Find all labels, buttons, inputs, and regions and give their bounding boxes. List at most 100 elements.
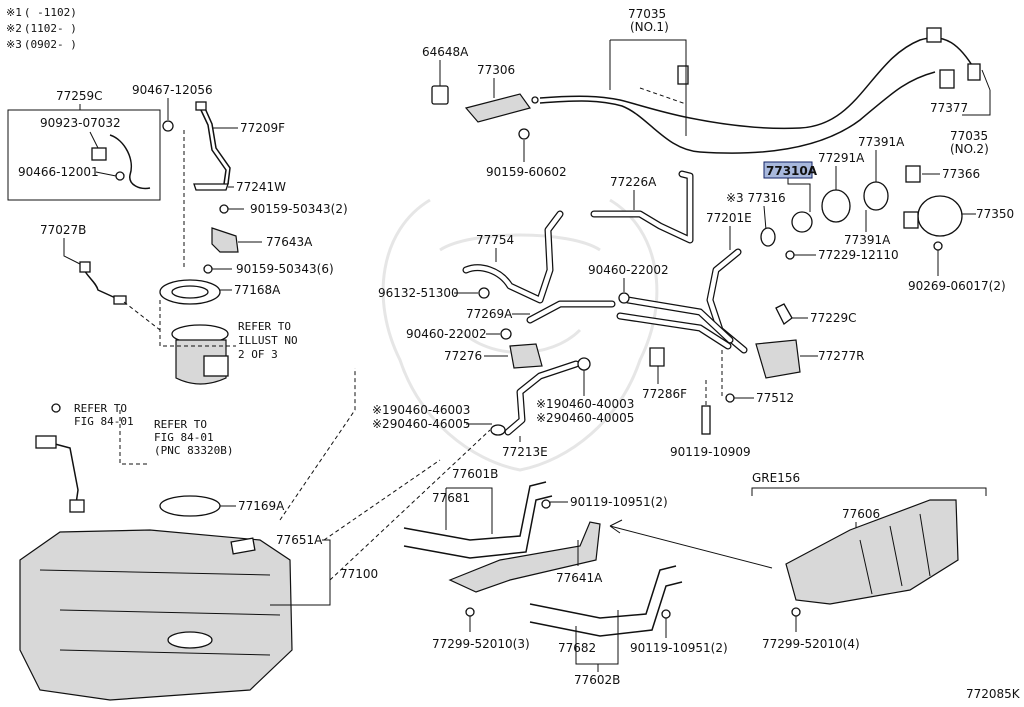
callout-77606: 77606 bbox=[842, 507, 880, 521]
callout-77269A: 77269A bbox=[466, 307, 513, 321]
legend-line-3: ※3(0902- ) bbox=[6, 38, 77, 51]
connector-90923 bbox=[91, 147, 107, 161]
refer-fig1-line-2: FIG 84-01 bbox=[74, 415, 134, 428]
callout-96132-51300: 96132-51300 bbox=[378, 286, 459, 300]
callout-90466-12001-text: 90466-12001 bbox=[18, 165, 99, 179]
sender-connector bbox=[79, 261, 91, 273]
callout-90119-10951-a: 90119-10951(2) bbox=[570, 495, 668, 509]
gasket-77169A-group: 77169A bbox=[159, 495, 285, 517]
gre156-protector-group: GRE156 77606 77299-52010(4) bbox=[609, 471, 987, 651]
screw-90269 bbox=[933, 241, 943, 251]
callout-90460-22002-2: 90460-22002 bbox=[406, 327, 487, 341]
callout-90119-10909: 90119-10909 bbox=[670, 445, 751, 459]
clamp-90460-22002-a bbox=[618, 292, 630, 304]
tank-pad bbox=[230, 537, 256, 555]
callout-77277R: 77277R bbox=[818, 349, 865, 363]
ring-77291A bbox=[821, 189, 851, 223]
cable-end-right bbox=[967, 63, 981, 81]
callout-290460-40005: ※290460-40005 bbox=[536, 411, 634, 425]
fuel-pump-assembly-group: 90159-50343(2) 77643A 90159-50343(6) 771… bbox=[159, 202, 348, 385]
callout-90159-60602: 90159-60602 bbox=[486, 165, 567, 179]
callout-77229-12110: 77229-12110 bbox=[818, 248, 899, 262]
sender-gauge-77027B-group: 77027B bbox=[40, 223, 161, 331]
legend-line-1: ※1( -1102) bbox=[6, 6, 77, 19]
grommet-77512 bbox=[725, 393, 735, 403]
protector-77606 bbox=[785, 499, 959, 605]
callout-77035-no1-sub: (NO.1) bbox=[630, 20, 669, 34]
figure-id: 772085K bbox=[966, 687, 1021, 701]
callout-77259C: 77259C bbox=[56, 89, 103, 103]
cable-end-upper bbox=[926, 27, 942, 43]
lever-housing-77306 bbox=[464, 93, 531, 123]
tube-assembly-77259C-group: 77259C 90923-07032 90466-12001 bbox=[7, 89, 161, 201]
callout-77229C: 77229C bbox=[810, 311, 857, 325]
pump-filter bbox=[203, 355, 229, 377]
callout-77168A: 77168A bbox=[234, 283, 281, 297]
callout-77377: 77377 bbox=[930, 101, 968, 115]
protector-77641A bbox=[448, 521, 601, 593]
callout-190460-46003: ※190460-46003 bbox=[372, 403, 470, 417]
clamp-77241W bbox=[193, 183, 229, 191]
callout-77350: 77350 bbox=[976, 207, 1014, 221]
callout-77316: ※3 77316 bbox=[726, 191, 786, 205]
callout-77169A: 77169A bbox=[238, 499, 285, 513]
refer-fig2-line-3: (PNC 83320B) bbox=[154, 444, 233, 457]
clip-90467 bbox=[162, 120, 174, 132]
callout-90159-50343-6: 90159-50343(6) bbox=[236, 262, 334, 276]
legend: ※1( -1102) ※2(1102- ) ※3(0902- ) bbox=[6, 6, 77, 51]
callout-90460-22002-1: 90460-22002 bbox=[588, 263, 669, 277]
fuel-filler-neck-group: 77310A ※3 77316 77291A 77391A 77391A 773… bbox=[616, 135, 1014, 459]
clamp-90460-46003 bbox=[490, 424, 506, 436]
callout-77299-52010-4: 77299-52010(4) bbox=[762, 637, 860, 651]
callout-77643A: 77643A bbox=[266, 235, 313, 249]
fuel-lid-77350 bbox=[917, 195, 963, 237]
lever-64648A bbox=[431, 85, 449, 105]
callout-77027B: 77027B bbox=[40, 223, 86, 237]
callout-64648A: 64648A bbox=[422, 45, 469, 59]
sender-float-group: REFER TO FIG 84-01 REFER TO FIG 84-01 (P… bbox=[35, 402, 233, 513]
callout-77512: 77512 bbox=[756, 391, 794, 405]
refer-illust-line-1: REFER TO bbox=[238, 320, 291, 333]
clamp-77229C bbox=[775, 303, 793, 325]
callout-77366: 77366 bbox=[942, 167, 980, 181]
bracket-77276 bbox=[509, 343, 543, 369]
screw-90159-60602 bbox=[518, 128, 530, 140]
legend-line-2: ※2(1102- ) bbox=[6, 22, 77, 35]
bolt-90119-10951-b bbox=[661, 609, 671, 619]
callout-77201E: 77201E bbox=[706, 211, 752, 225]
fuel-tank-body bbox=[19, 529, 293, 701]
sender-float bbox=[69, 499, 85, 513]
callout-77213E: 77213E bbox=[502, 445, 548, 459]
callout-77291A: 77291A bbox=[818, 151, 865, 165]
tank-pump-opening bbox=[167, 631, 213, 649]
callout-77209F: 77209F bbox=[240, 121, 285, 135]
callout-77306: 77306 bbox=[477, 63, 515, 77]
callout-77641A: 77641A bbox=[556, 571, 603, 585]
callout-190460-40003: ※190460-40003 bbox=[536, 397, 634, 411]
callout-77299-52010-3: 77299-52010(3) bbox=[432, 637, 530, 651]
sender-screw bbox=[51, 403, 61, 413]
cable-end-left bbox=[531, 96, 539, 104]
bolt-90119-10909 bbox=[701, 405, 711, 435]
hose-group-middle: 77226A 77754 96132-51300 90460-22002 772… bbox=[372, 170, 694, 459]
refer-fig1-line-1: REFER TO bbox=[74, 402, 127, 415]
pump-bracket-upper-group: 90467-12056 77209F 77241W bbox=[132, 83, 286, 270]
clamp-77286F bbox=[649, 347, 665, 367]
arrow-to-bands bbox=[609, 519, 773, 569]
callout-77035-no2: 77035 bbox=[950, 129, 988, 143]
callout-77226A: 77226A bbox=[610, 175, 657, 189]
callout-90269-06017: 90269-06017(2) bbox=[908, 279, 1006, 293]
callout-90159-50343-2: 90159-50343(2) bbox=[250, 202, 348, 216]
callout-77602B: 77602B bbox=[574, 673, 620, 687]
callout-77035-no2-sub: (NO.2) bbox=[950, 142, 989, 156]
callout-77754: 77754 bbox=[476, 233, 514, 247]
refer-illust-line-2: ILLUST NO bbox=[238, 334, 298, 347]
fuel-lid-hinge bbox=[903, 211, 919, 229]
fuel-tank-77100: 77651A 77100 bbox=[19, 368, 491, 701]
clip-77299-52010-4 bbox=[791, 607, 801, 617]
fuel-lid-opener-cable-group: 77035 (NO.1) 77377 77035 (NO.2) bbox=[531, 7, 991, 156]
cable-lock-77377 bbox=[939, 69, 955, 89]
callout-90923-07032: 90923-07032 bbox=[40, 116, 121, 130]
fuel-opener-lever-group: 64648A 77306 90159-60602 bbox=[422, 45, 567, 179]
